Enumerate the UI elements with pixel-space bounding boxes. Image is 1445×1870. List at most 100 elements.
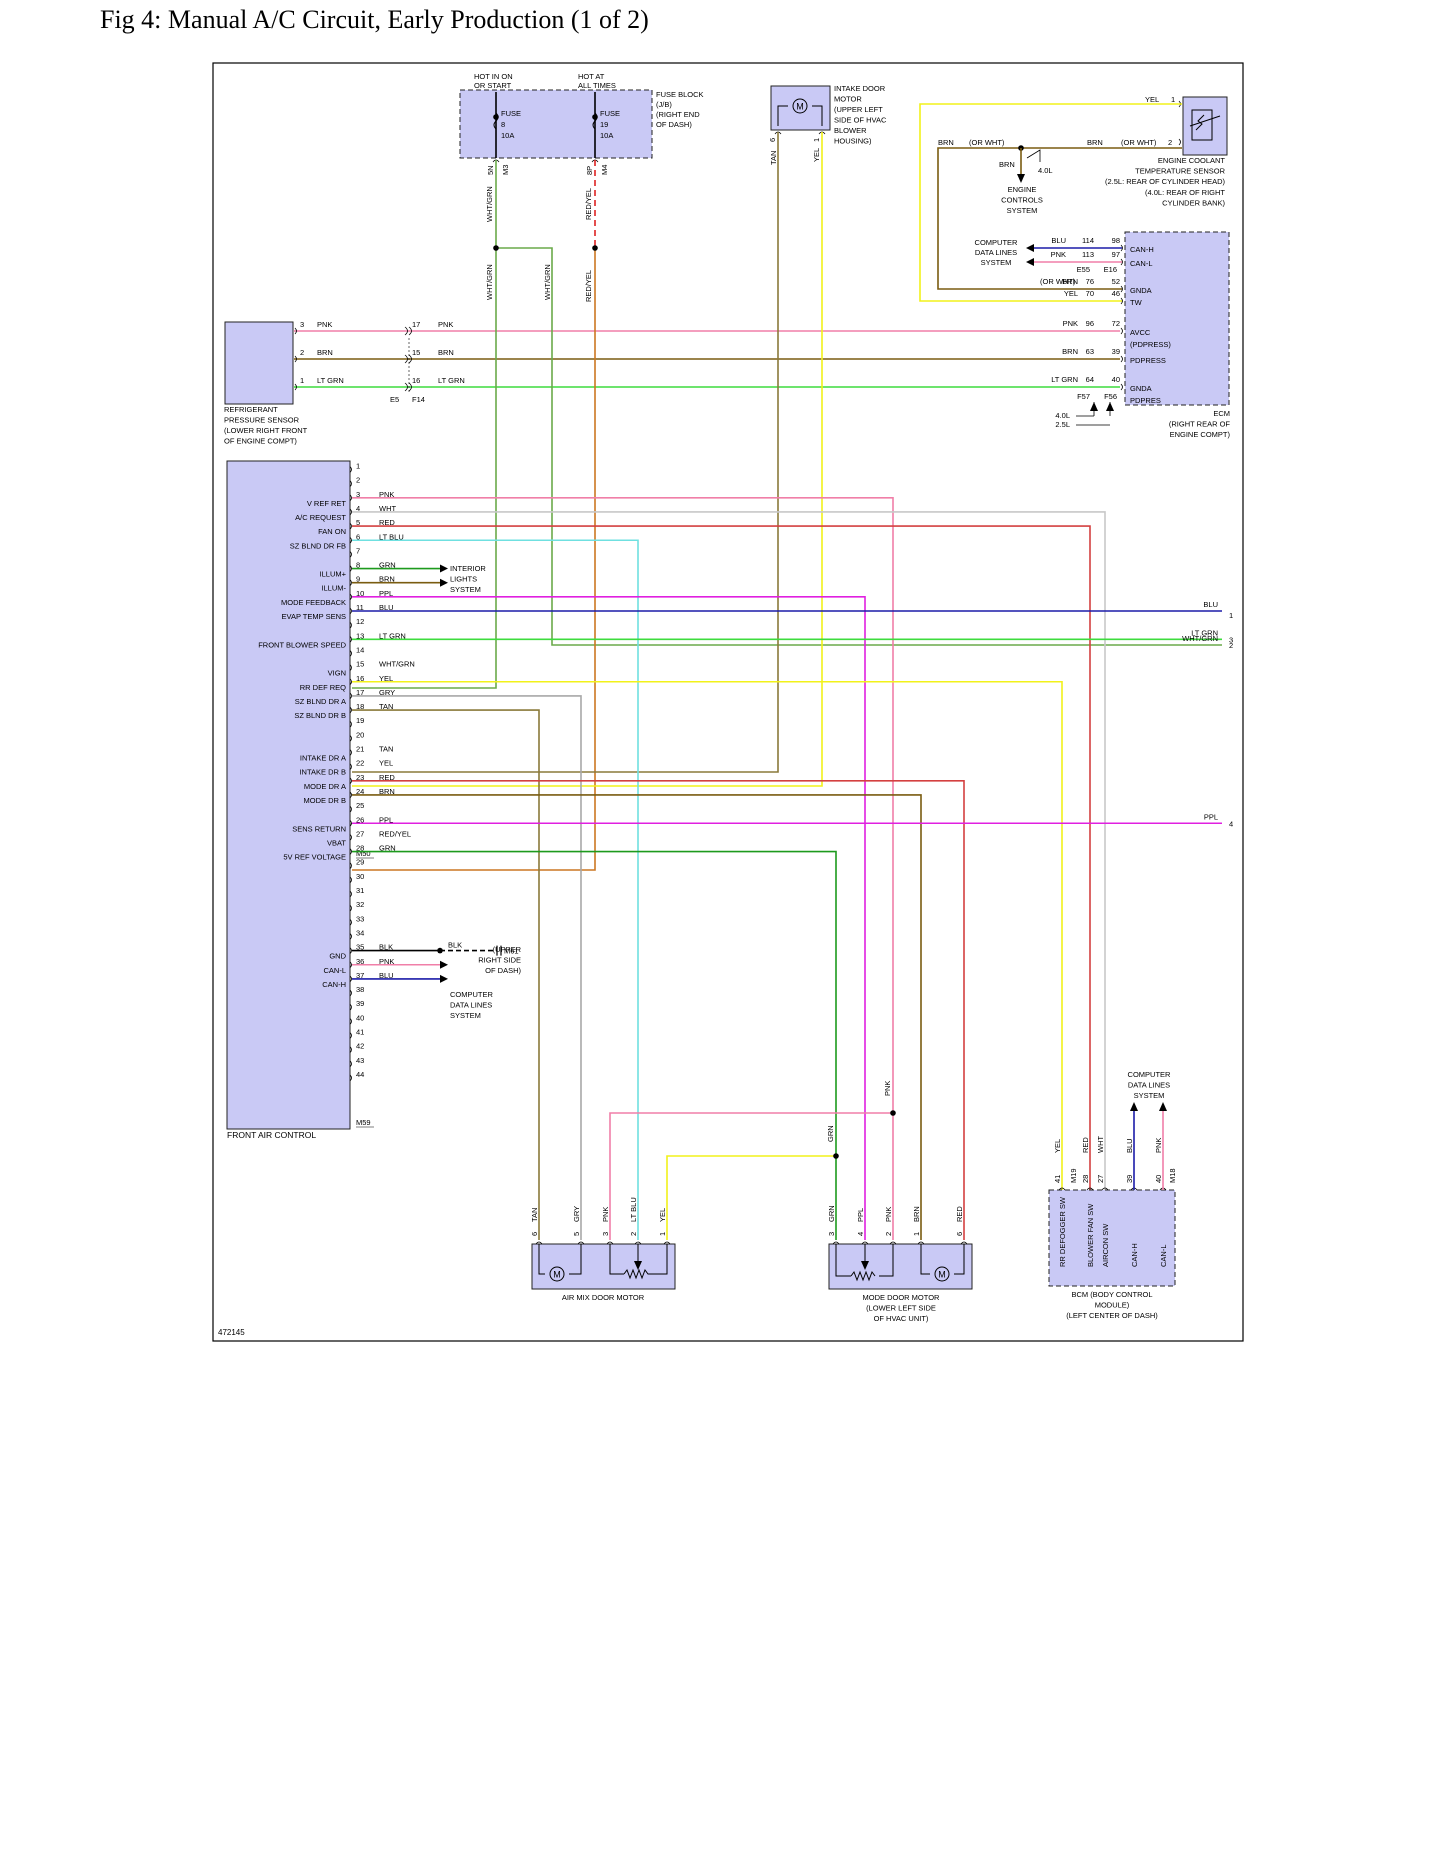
wire-5v-ref-airmix bbox=[666, 1155, 836, 1240]
pin-number: 1 bbox=[912, 1232, 921, 1236]
ecm-signal: PDPRES bbox=[1130, 396, 1161, 405]
pin-number: 6 bbox=[356, 532, 360, 541]
wire-color: WHT/GRN bbox=[379, 660, 415, 669]
pin-terminal bbox=[577, 1241, 585, 1245]
pin-number: 72 bbox=[1112, 319, 1120, 328]
pin-terminal bbox=[1120, 244, 1123, 252]
signal-arrow bbox=[1106, 402, 1114, 411]
wire-color: PPL bbox=[856, 1208, 865, 1222]
pin-number: 19 bbox=[356, 716, 364, 725]
pin-number: 22 bbox=[356, 759, 364, 768]
pin-signal: ILLUM- bbox=[321, 584, 346, 593]
pin-terminal bbox=[349, 834, 352, 841]
pin-number: 25 bbox=[356, 801, 364, 810]
wire-color: RED bbox=[1081, 1137, 1090, 1153]
wire-color: LT GRN bbox=[317, 376, 344, 385]
pin-terminal bbox=[349, 975, 352, 983]
pin-terminal bbox=[349, 1046, 352, 1053]
ecm-signal: CAN-L bbox=[1130, 259, 1153, 268]
pin-terminal bbox=[861, 1241, 869, 1245]
pin-number: 13 bbox=[356, 631, 364, 640]
label: MODULE) bbox=[1095, 1301, 1130, 1310]
pin-terminal bbox=[349, 862, 352, 869]
pin-number: 23 bbox=[356, 773, 364, 782]
label: 8 bbox=[501, 120, 505, 129]
pin-terminal bbox=[349, 819, 352, 827]
pin-number: 6 bbox=[768, 138, 777, 142]
wire-ect-tw bbox=[919, 103, 1182, 302]
wire-color: RED/YEL bbox=[379, 829, 411, 838]
pin-terminal bbox=[349, 508, 352, 516]
variant-switch bbox=[1026, 149, 1041, 162]
wire-color: GRN bbox=[826, 1125, 835, 1142]
label: HOT AT bbox=[578, 72, 605, 81]
wire-color: LT GRN bbox=[379, 631, 406, 640]
wire-color: PPL bbox=[379, 589, 393, 598]
pin-terminal bbox=[535, 1241, 543, 1245]
label: DATA LINES bbox=[450, 1001, 492, 1010]
pin-number: 1 bbox=[812, 138, 821, 142]
bcm-signal: AIRCON SW bbox=[1101, 1223, 1110, 1267]
pin-number: 18 bbox=[356, 702, 364, 711]
wire-offpage-2 bbox=[496, 247, 1222, 646]
pin-number: 64 bbox=[1086, 375, 1094, 384]
pin-number: 12 bbox=[356, 617, 364, 626]
offpage-wire: BLU bbox=[1203, 600, 1218, 609]
label: DATA LINES bbox=[1128, 1081, 1170, 1090]
wire-color: YEL bbox=[379, 759, 393, 768]
pin-number: 11 bbox=[356, 603, 364, 612]
wire-color: TAN bbox=[379, 745, 393, 754]
wire-color: YEL bbox=[812, 148, 821, 162]
offpage-ref: 1 bbox=[1229, 611, 1233, 620]
signal-arrow bbox=[861, 1261, 869, 1270]
figure-id: 472145 bbox=[218, 1328, 245, 1337]
signal-arrow bbox=[440, 578, 448, 587]
pin-number: 27 bbox=[356, 829, 364, 838]
pin-terminal bbox=[349, 650, 352, 657]
wire-mode-dr-a bbox=[352, 780, 965, 1240]
front-air-control bbox=[226, 460, 351, 1130]
wire-color: WHT bbox=[379, 504, 396, 513]
pin-signal: EVAP TEMP SENS bbox=[282, 612, 346, 621]
connector-id: F56 bbox=[1104, 392, 1117, 401]
signal-arrow bbox=[440, 974, 448, 983]
wire-color: PNK bbox=[1063, 319, 1078, 328]
label: REFRIGERANT bbox=[224, 405, 278, 414]
pin-number: 24 bbox=[356, 787, 364, 796]
wire-color: BLK bbox=[379, 943, 393, 952]
pin-terminal bbox=[349, 536, 352, 544]
wire-ect-gnd bbox=[937, 147, 1182, 290]
thermistor-arrow bbox=[1189, 115, 1221, 127]
pin-signal: ILLUM+ bbox=[320, 570, 347, 579]
mode-internal bbox=[835, 1244, 965, 1277]
pin-number: 16 bbox=[356, 674, 364, 683]
pin-number: 40 bbox=[356, 1013, 364, 1022]
potentiometer bbox=[623, 1268, 652, 1280]
wire-color: RED/YEL bbox=[584, 188, 593, 220]
pin-number: 39 bbox=[1112, 347, 1120, 356]
wire-color: PNK bbox=[438, 320, 453, 329]
pin-signal: MODE DR A bbox=[304, 782, 346, 791]
wire-color: LT BLU bbox=[629, 1197, 638, 1222]
signal-arrow bbox=[440, 960, 448, 969]
label: OF ENGINE COMPT) bbox=[224, 437, 297, 446]
inline-connector bbox=[404, 354, 412, 364]
wire-color: PNK bbox=[379, 490, 394, 499]
label: SYSTEM bbox=[981, 258, 1012, 267]
pin-number: 28 bbox=[1081, 1175, 1090, 1183]
pin-terminal bbox=[349, 551, 352, 558]
pin-number: 2 bbox=[884, 1232, 893, 1236]
pin-number: 97 bbox=[1112, 250, 1120, 259]
pin-number: 16 bbox=[412, 376, 420, 385]
label: 10A bbox=[600, 131, 613, 140]
pin-number: 44 bbox=[356, 1070, 364, 1079]
ecm-signal: (PDPRESS) bbox=[1130, 340, 1171, 349]
pin-number: 96 bbox=[1086, 319, 1094, 328]
label: OF DASH) bbox=[485, 966, 521, 975]
connector-id: M61 bbox=[504, 947, 519, 956]
pin-number: 52 bbox=[1112, 277, 1120, 286]
inline-connector bbox=[404, 382, 412, 392]
pin-signal: FRONT BLOWER SPEED bbox=[258, 640, 346, 649]
splice-dot bbox=[437, 947, 443, 954]
